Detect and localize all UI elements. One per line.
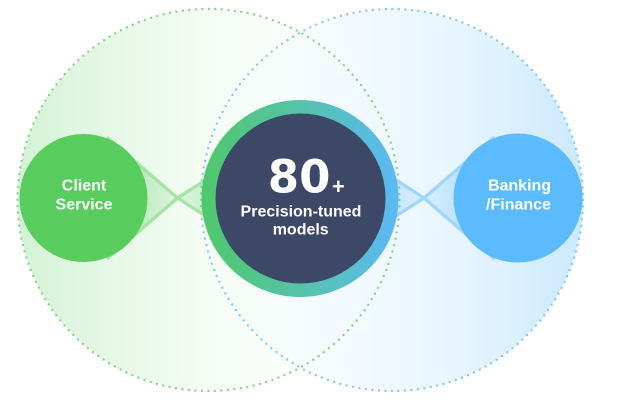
node-banking-finance-label-line-2: /Finance [486,196,551,213]
node-client-service: Client Service [19,134,148,262]
stat-caption-line-1: Precision-tuned [241,203,362,220]
stat-suffix: + [332,174,345,199]
node-client-service-circle [19,134,148,262]
stat-value: 80 [268,150,331,203]
stat-headline: 80+ [268,150,345,203]
stat-caption-line-2: models [273,222,329,239]
node-client-service-label-line-2: Service [56,196,113,213]
node-banking-finance-label-line-1: Banking [488,177,551,194]
node-banking-finance: Banking /Finance [453,133,583,263]
node-client-service-label-line-1: Client [62,177,107,194]
center-stat: 80+ Precision-tuned models [201,100,399,297]
center-disc [215,113,386,284]
node-banking-finance-circle [453,133,583,263]
